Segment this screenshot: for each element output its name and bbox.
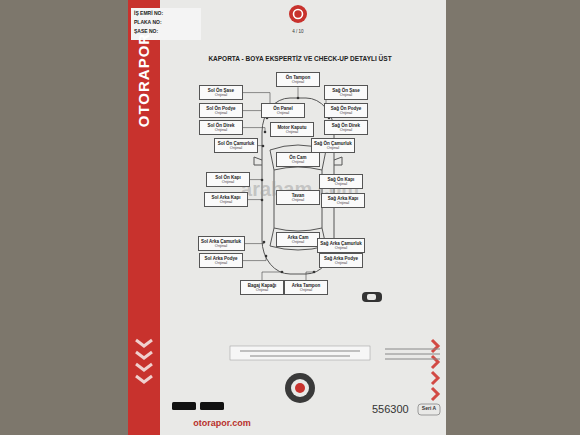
website: otorapor.com: [193, 418, 251, 428]
logo-badge: [289, 5, 307, 23]
part-status: Orijinal: [207, 200, 245, 205]
part-box: Ön CamOrijinal: [276, 152, 320, 167]
part-box: Sağ Arka KapıOrijinal: [321, 193, 365, 208]
part-box: Sol Ön ŞaseOrijinal: [199, 85, 243, 100]
page-number: 4 / 10: [292, 29, 303, 34]
leader-line: [243, 128, 265, 132]
part-box: Sol Ön KapıOrijinal: [206, 172, 250, 187]
part-box: Sağ Ön ÇamurlukOrijinal: [311, 138, 355, 153]
part-status: Orijinal: [314, 146, 352, 151]
header-field: PLAKA NO:: [134, 20, 162, 26]
part-status: Orijinal: [320, 246, 362, 251]
part-status: Orijinal: [201, 244, 242, 249]
serial-number: 556300: [372, 403, 409, 416]
part-status: Orijinal: [202, 261, 240, 266]
part-box: Motor KaputuOrijinal: [270, 122, 314, 137]
part-box: TavanOrijinal: [276, 190, 320, 205]
part-box: Sol Ön ÇamurlukOrijinal: [214, 138, 258, 153]
part-box: Sağ Arka PodyeOrijinal: [319, 253, 363, 268]
part-status: Orijinal: [322, 182, 360, 187]
leader-line: [298, 87, 299, 98]
part-box: Arka CamOrijinal: [276, 232, 320, 247]
note-lines: [240, 349, 440, 359]
anchor-dot: [264, 131, 267, 134]
part-status: Orijinal: [217, 146, 255, 151]
part-status: Orijinal: [327, 111, 365, 116]
part-box: Sağ Ön DirekOrijinal: [324, 120, 368, 135]
part-box: Bagaj KapağıOrijinal: [240, 280, 284, 295]
leader-line: [262, 272, 282, 280]
brand-name: OTORAPOR: [135, 33, 152, 127]
part-status: Orijinal: [209, 180, 247, 185]
part-status: Orijinal: [243, 288, 281, 293]
red-strip: [128, 0, 160, 435]
paper: [128, 0, 446, 435]
part-status: Orijinal: [202, 128, 240, 133]
header-field: İŞ EMRİ NO:: [134, 11, 163, 17]
part-box: Sol Ön PodyeOrijinal: [199, 103, 243, 118]
app-badges: [172, 402, 224, 410]
part-box: Sol Arka ÇamurlukOrijinal: [198, 236, 245, 251]
part-box: Sağ Ön KapıOrijinal: [319, 174, 363, 189]
anchor-dot: [265, 255, 268, 258]
logo-ring: [294, 10, 303, 19]
anchor-dot: [263, 241, 266, 244]
part-status: Orijinal: [202, 111, 240, 116]
part-box: Sol Arka KapıOrijinal: [204, 192, 248, 207]
anchor-dot: [262, 145, 265, 148]
part-box: Sağ Ön ŞaseOrijinal: [324, 85, 368, 100]
part-status: Orijinal: [279, 80, 317, 85]
part-status: Orijinal: [279, 198, 317, 203]
part-status: Orijinal: [279, 160, 317, 165]
part-status: Orijinal: [264, 111, 302, 116]
part-status: Orijinal: [327, 93, 365, 98]
page-title: KAPORTA - BOYA EKSPERTİZ VE CHECK-UP DET…: [170, 55, 430, 62]
part-box: Sağ Ön PodyeOrijinal: [324, 103, 368, 118]
leader-line: [306, 272, 314, 280]
series-mark: Seri A: [422, 406, 436, 412]
part-box: Sağ Arka ÇamurlukOrijinal: [317, 238, 365, 253]
note-box: [230, 346, 370, 360]
part-box: Ön PanelOrijinal: [261, 103, 305, 118]
part-status: Orijinal: [322, 261, 360, 266]
part-box: Sol Ön DirekOrijinal: [199, 120, 243, 135]
series-box: [418, 404, 440, 415]
leader-line: [245, 242, 265, 244]
anchor-dot: [297, 97, 300, 100]
anchor-dot: [313, 271, 316, 274]
mini-car-icon: [362, 292, 382, 302]
part-box: Ön TamponOrijinal: [276, 72, 320, 87]
part-status: Orijinal: [279, 240, 317, 245]
part-status: Orijinal: [287, 288, 325, 293]
seal: [285, 373, 315, 403]
anchor-dot: [281, 271, 284, 274]
part-box: Sol Arka PodyeOrijinal: [199, 253, 243, 268]
part-status: Orijinal: [202, 93, 240, 98]
part-status: Orijinal: [273, 130, 311, 135]
part-status: Orijinal: [327, 128, 365, 133]
leader-line: [243, 256, 266, 261]
part-box: Arka TamponOrijinal: [284, 280, 328, 295]
part-status: Orijinal: [324, 201, 362, 206]
